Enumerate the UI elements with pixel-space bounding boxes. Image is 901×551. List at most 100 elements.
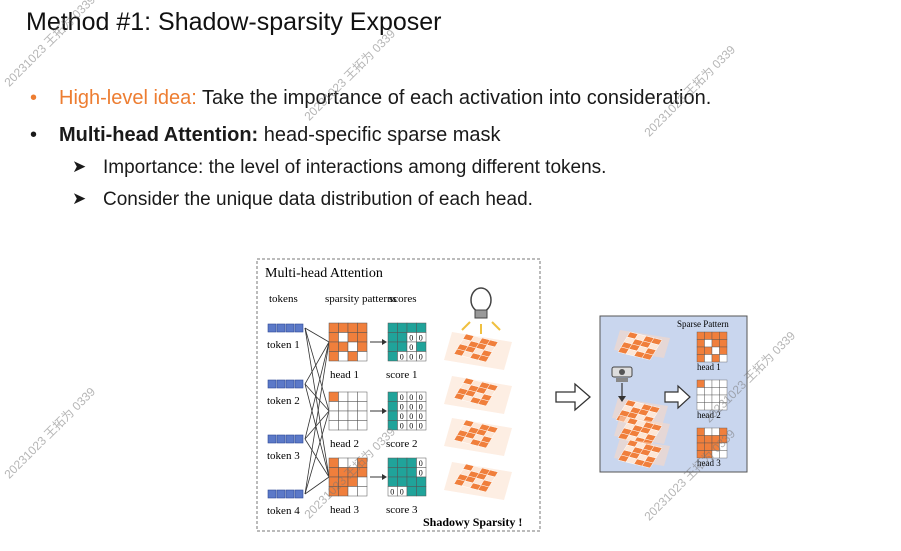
shadow-layer-stack — [444, 332, 512, 500]
score-cell — [406, 322, 417, 333]
score-label: score 1 — [386, 369, 417, 381]
sparse-cell — [719, 346, 728, 355]
pattern-cell — [357, 420, 368, 431]
head-label: head 3 — [330, 504, 360, 516]
token-cell — [294, 379, 304, 389]
connection-line — [304, 410, 330, 440]
token-label: token 3 — [267, 450, 300, 462]
token-label: token 2 — [267, 395, 300, 407]
iso-cell — [477, 484, 490, 493]
pattern-cell — [338, 391, 349, 402]
score-label: score 3 — [386, 504, 418, 516]
bullet-high-level: • High-level idea: Take the importance o… — [30, 87, 711, 110]
pattern-cell — [347, 420, 358, 431]
sparse-cell — [704, 346, 713, 355]
lightbulb-icon — [461, 287, 501, 334]
pattern-cell — [347, 391, 358, 402]
col-scores: scores — [389, 293, 417, 305]
score-cell — [397, 467, 408, 478]
pattern-cell — [328, 351, 339, 362]
token-cell — [276, 489, 286, 499]
score-zero: 0 — [409, 422, 413, 431]
score-cell — [416, 476, 427, 487]
score-cell — [416, 351, 427, 362]
score-cell — [416, 420, 427, 431]
bullet-lead: High-level idea: — [59, 87, 197, 109]
sparse-cell — [719, 331, 728, 340]
score-zero: 0 — [400, 353, 404, 362]
score-zero: 0 — [409, 353, 413, 362]
score-zero: 0 — [419, 422, 423, 431]
token-cell — [276, 434, 286, 444]
sub-bullet-importance: ➤ Importance: the level of interactions … — [72, 157, 606, 179]
sparse-cell — [711, 354, 720, 363]
sparse-cell — [704, 379, 713, 388]
pattern-cell — [357, 391, 368, 402]
score-cell — [397, 322, 408, 333]
score-zero: 0 — [409, 334, 413, 343]
small-hollow-arrow-icon — [664, 384, 691, 410]
score-zero: 0 — [400, 488, 404, 497]
pattern-cell — [347, 322, 358, 333]
sparse-head-label: head 3 — [697, 458, 721, 468]
score-label: score 2 — [386, 438, 417, 450]
score-zero: 0 — [419, 393, 423, 402]
score-cell — [406, 457, 417, 468]
sparse-cell — [696, 427, 705, 436]
sparse-cell — [696, 394, 705, 403]
connection-line — [304, 410, 330, 495]
pattern-cell — [347, 401, 358, 412]
score-cell — [387, 391, 398, 402]
pattern-cell — [357, 410, 368, 421]
bullet-multihead: • Multi-head Attention: head-specific sp… — [30, 124, 501, 147]
sparse-cell — [719, 339, 728, 348]
sparse-cell — [696, 346, 705, 355]
score-zero: 0 — [409, 403, 413, 412]
sparse-cell — [696, 379, 705, 388]
hollow-right-arrow-icon — [555, 382, 591, 412]
sparse-cell — [711, 339, 720, 348]
iso-cell — [641, 460, 654, 469]
pattern-cell — [357, 486, 368, 497]
sparse-cell — [719, 402, 728, 411]
pattern-cell — [347, 332, 358, 343]
bullet-text: head-specific sparse mask — [258, 124, 501, 146]
pattern-cell — [338, 410, 349, 421]
score-cell — [397, 457, 408, 468]
connection-line — [304, 476, 330, 495]
col-patterns: sparsity patterns — [325, 293, 397, 305]
iso-cell — [477, 440, 490, 449]
pattern-cell — [328, 410, 339, 421]
score-zero: 0 — [409, 343, 413, 352]
iso-cell — [477, 354, 490, 363]
arrow-bullet-icon: ➤ — [72, 157, 87, 176]
score-zero: 0 — [409, 412, 413, 421]
sparse-pattern-title: Sparse Pattern — [677, 319, 729, 329]
bullet-lead: Multi-head Attention: — [59, 124, 259, 146]
score-zero: 0 — [400, 412, 404, 421]
score-cell — [387, 457, 398, 468]
sparse-cell — [696, 354, 705, 363]
connection-line — [304, 383, 330, 412]
sparse-cell — [704, 339, 713, 348]
score-cell — [416, 322, 427, 333]
projector-icon — [611, 366, 633, 402]
score-zero: 0 — [419, 459, 423, 468]
token-cell — [294, 434, 304, 444]
pattern-cell — [328, 457, 339, 468]
score-zero: 0 — [419, 334, 423, 343]
score-cell — [387, 401, 398, 412]
pattern-cell — [338, 420, 349, 431]
pattern-cell — [328, 401, 339, 412]
score-zero: 0 — [419, 353, 423, 362]
pattern-cell — [328, 332, 339, 343]
token-cell — [267, 434, 277, 444]
shadowy-sparsity-label: Shadowy Sparsity ! — [423, 515, 522, 529]
score-zero: 0 — [400, 403, 404, 412]
score-cell — [406, 476, 417, 487]
pattern-cell — [357, 332, 368, 343]
sub-bullet-text: Consider the unique data distribution of… — [103, 189, 533, 210]
